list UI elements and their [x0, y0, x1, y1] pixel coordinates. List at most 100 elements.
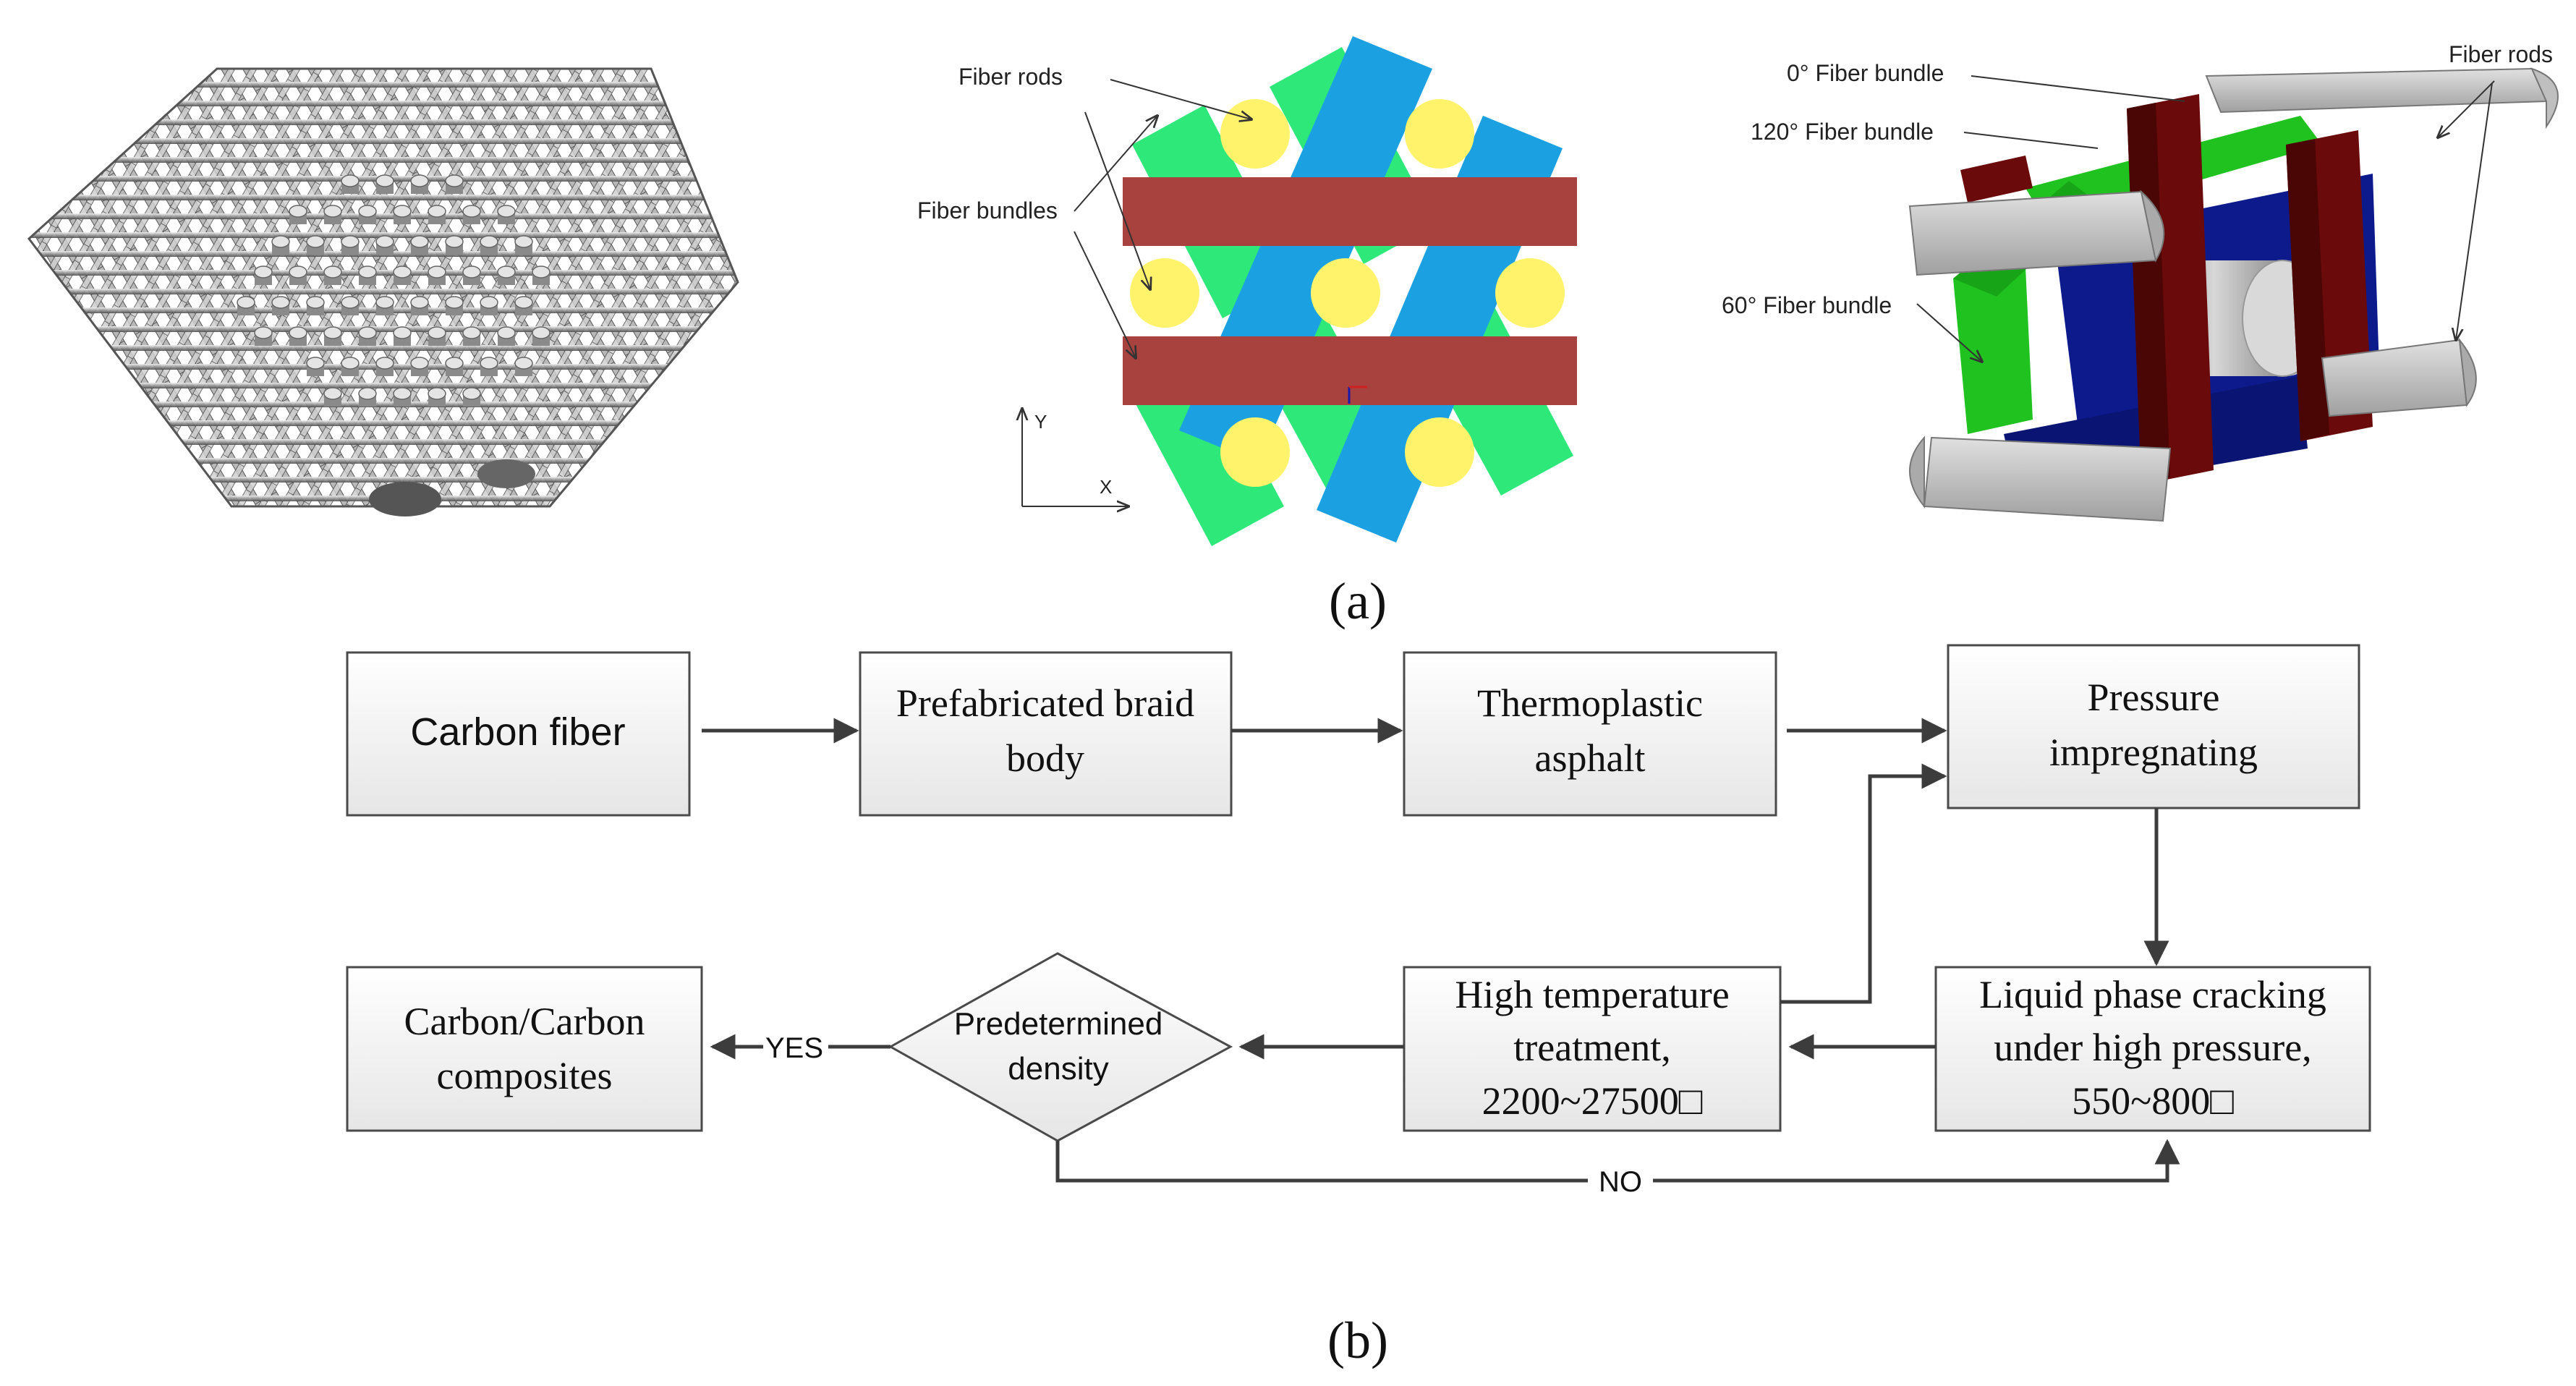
rod-end: [358, 326, 377, 339]
rod-end: [462, 265, 481, 279]
rod-end: [532, 265, 551, 279]
fiber-rod-circle: [1405, 99, 1474, 169]
rod-end: [323, 265, 342, 279]
fiber-rod-circle: [1495, 258, 1565, 328]
rod-end: [306, 357, 325, 370]
text-treatment-line3: 2200~27500□: [1482, 1079, 1703, 1123]
rod-end: [462, 326, 481, 339]
label-60deg-bundle: 60° Fiber bundle: [1722, 292, 1892, 318]
rod-end: [514, 235, 533, 248]
caption-a: (a): [1329, 572, 1387, 630]
rod-end: [410, 235, 429, 248]
fiber-rod-circle: [1220, 99, 1290, 169]
text-treatment-line2: treatment,: [1513, 1026, 1670, 1069]
rod-end: [375, 357, 394, 370]
rod-end: [323, 205, 342, 218]
rod-end: [532, 326, 551, 339]
text-decision-line1: Predetermined: [954, 1006, 1163, 1042]
step-thermoplastic-asphalt: [1403, 651, 1777, 817]
text-cracking-line2: under high pressure,: [1994, 1026, 2311, 1069]
text-result-line1: Carbon/Carbon: [404, 1000, 645, 1043]
text-treatment-line1: High temperature: [1455, 973, 1729, 1016]
label-fiber-rods-center: Fiber rods: [958, 64, 1063, 90]
rod-end: [237, 296, 255, 309]
rod-end: [480, 235, 498, 248]
rod-end: [445, 296, 464, 309]
rod-end: [497, 326, 516, 339]
arrow-treatment-loop-to-impregnating: [1780, 763, 1947, 1004]
rod-end: [323, 387, 342, 400]
rod-end: [410, 357, 429, 370]
rod-end: [375, 296, 394, 309]
rod-end: [462, 205, 481, 218]
rod-end: [428, 205, 446, 218]
axis-label-y: Y: [1034, 411, 1047, 433]
unit-cell-3d-render: 0° Fiber bundle 120° Fiber bundle 60° Fi…: [1722, 41, 2559, 522]
arrow-decision-no-segment: [1055, 1141, 1588, 1183]
step-pressure-impregnating: [1947, 644, 2360, 809]
fiber-rod-circle: [1405, 417, 1474, 487]
text-result-line2: composites: [437, 1054, 613, 1097]
rod-end: [254, 326, 273, 339]
rod-end: [341, 357, 360, 370]
fiber-rod-ends: [237, 174, 551, 407]
rod-end: [358, 205, 377, 218]
label-fiber-bundles: Fiber bundles: [917, 197, 1058, 224]
rod-end: [341, 174, 360, 187]
rod-end: [497, 265, 516, 279]
rod-end: [428, 265, 446, 279]
rod-end: [289, 265, 307, 279]
step-liquid-phase-cracking: [1934, 966, 2371, 1132]
arrow-decision-no: [1653, 1139, 2180, 1183]
rod-end: [358, 265, 377, 279]
label-0deg-bundle: 0° Fiber bundle: [1787, 60, 1944, 86]
rod-end: [254, 265, 273, 279]
rod-end: [393, 387, 412, 400]
step-carbon-carbon-composites: [346, 966, 703, 1132]
step-carbon-fiber: [346, 651, 691, 817]
label-120deg-bundle: 120° Fiber bundle: [1751, 119, 1934, 145]
text-carbon-fiber: Carbon fiber: [410, 710, 625, 754]
fiber-rods-circles: [1130, 99, 1565, 487]
rod-end: [428, 387, 446, 400]
rod-end: [393, 205, 412, 218]
process-flowchart: Carbon fiber Prefabricated braid body Th…: [346, 644, 2371, 1198]
rod-end: [480, 357, 498, 370]
rod-end: [514, 357, 533, 370]
rod-end: [410, 174, 429, 187]
rod-end: [393, 265, 412, 279]
text-cracking-line1: Liquid phase cracking: [1979, 973, 2326, 1016]
decision-predetermined-density: [888, 952, 1233, 1142]
label-yes-branch: YES: [765, 1032, 823, 1064]
axis-label-x: X: [1100, 476, 1112, 498]
label-fiber-rods-right: Fiber rods: [2449, 41, 2553, 67]
fiber-rod-circle: [1220, 417, 1290, 487]
text-braid-line1: Prefabricated braid: [896, 681, 1194, 725]
fiber-cross-section-diagram: Fiber rods Fiber bundles Y X: [917, 36, 1577, 546]
text-braid-line2: body: [1006, 736, 1084, 780]
rod-end: [514, 296, 533, 309]
rod-end: [393, 326, 412, 339]
step-prefabricated-braid: [859, 651, 1233, 817]
step-high-temperature-treatment: [1403, 966, 1782, 1132]
rod-end: [410, 296, 429, 309]
rod-end: [480, 296, 498, 309]
red-bundle-top: [1123, 177, 1577, 246]
rod-end: [375, 235, 394, 248]
rod-end: [341, 296, 360, 309]
rod-end: [445, 235, 464, 248]
rod-end: [306, 235, 325, 248]
braided-preform-3d-render: [27, 67, 739, 516]
gray-fiber-rods: [1908, 67, 2559, 522]
rod-end: [306, 296, 325, 309]
rod-end: [445, 357, 464, 370]
rod-end: [271, 235, 290, 248]
text-cracking-line3: 550~800□: [2072, 1079, 2234, 1123]
label-no-branch: NO: [1599, 1166, 1642, 1198]
rod-end: [289, 326, 307, 339]
rod-end: [358, 387, 377, 400]
text-pressure-line2: impregnating: [2049, 731, 2258, 774]
rod-end: [341, 235, 360, 248]
rod-end: [428, 326, 446, 339]
